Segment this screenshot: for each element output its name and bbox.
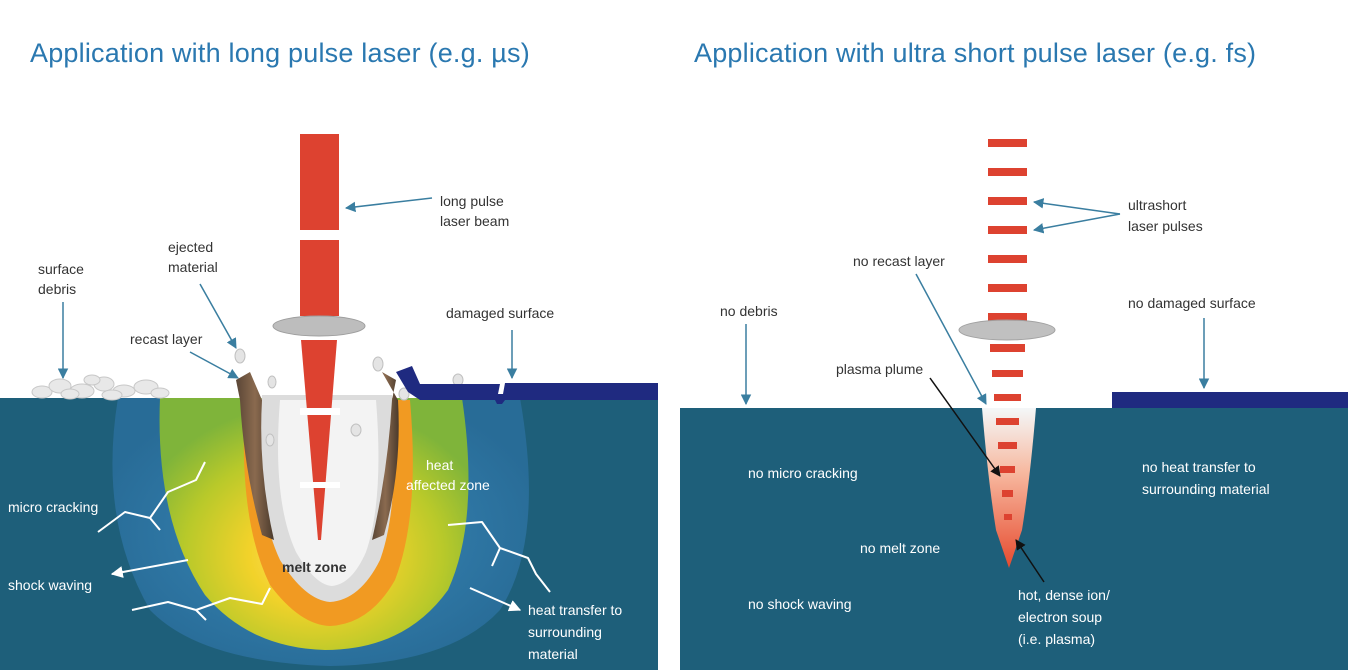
label-no-debris: no debris (720, 303, 778, 319)
label-hot-dense-2: electron soup (1018, 609, 1102, 625)
surface-debris (31, 374, 170, 401)
label-no-recast: no recast layer (853, 253, 945, 269)
label-no-heat-2: surrounding material (1142, 481, 1270, 497)
beam-gaps (300, 408, 340, 488)
label-hot-dense-3: (i.e. plasma) (1018, 631, 1095, 647)
plasma-callout-lines (929, 377, 1045, 583)
label-no-micro: no micro cracking (748, 465, 858, 481)
right-panel-title: Application with ultra short pulse laser… (694, 38, 1257, 68)
label-ejected-1: ejected (168, 239, 213, 255)
right-callout-lines (740, 198, 1210, 406)
label-long-pulse-2: laser beam (440, 213, 509, 229)
label-ejected-2: material (168, 259, 218, 275)
focusing-lens (272, 315, 366, 337)
plasma-plume (982, 408, 1036, 568)
focusing-lens-right (958, 319, 1056, 341)
shock-waving-arrow (110, 559, 189, 578)
ejected-droplets (234, 348, 464, 447)
label-heat-transfer-2: surrounding (528, 624, 602, 640)
label-heat-transfer-1: heat transfer to (528, 602, 622, 618)
label-heat-zone-2: affected zone (406, 477, 490, 493)
left-panel-title: Application with long pulse laser (e.g. … (30, 38, 530, 68)
label-surface-debris-1: surface (38, 261, 84, 277)
label-no-heat-1: no heat transfer to (1142, 459, 1256, 475)
label-recast-layer: recast layer (130, 331, 203, 347)
heat-transfer-arrow (469, 587, 522, 612)
recast-layer-left (236, 372, 274, 540)
left-callout-lines (57, 197, 518, 380)
label-damaged-surface: damaged surface (446, 305, 554, 321)
label-no-melt: no melt zone (860, 540, 940, 556)
undamaged-surface-layer (1112, 392, 1348, 408)
damaged-surface (396, 366, 658, 404)
right-panel: ultrashort laser pulses no recast layer … (680, 139, 1348, 670)
recast-layer-right (372, 372, 399, 540)
label-shock-waving: shock waving (8, 577, 92, 593)
label-hot-dense-1: hot, dense ion/ (1018, 587, 1110, 603)
label-no-damaged: no damaged surface (1128, 295, 1256, 311)
ultrashort-laser-pulses (988, 139, 1027, 520)
label-melt-zone: melt zone (282, 559, 347, 575)
label-plasma-plume: plasma plume (836, 361, 923, 377)
label-heat-transfer-3: material (528, 646, 578, 662)
long-pulse-laser-beam-upper (300, 134, 339, 230)
label-heat-zone-1: heat (426, 457, 453, 473)
label-no-shock: no shock waving (748, 596, 852, 612)
label-micro-cracking: micro cracking (8, 499, 98, 515)
micro-cracks (97, 461, 551, 621)
melt-zone-highlight (278, 400, 379, 586)
left-panel: long pulse laser beam ejected material s… (0, 134, 658, 670)
long-pulse-laser-beam-focused (301, 340, 337, 540)
label-ultrashort-2: laser pulses (1128, 218, 1203, 234)
label-surface-debris-2: debris (38, 281, 76, 297)
label-ultrashort-1: ultrashort (1128, 197, 1186, 213)
label-long-pulse-1: long pulse (440, 193, 504, 209)
long-pulse-laser-beam-middle (300, 240, 339, 316)
